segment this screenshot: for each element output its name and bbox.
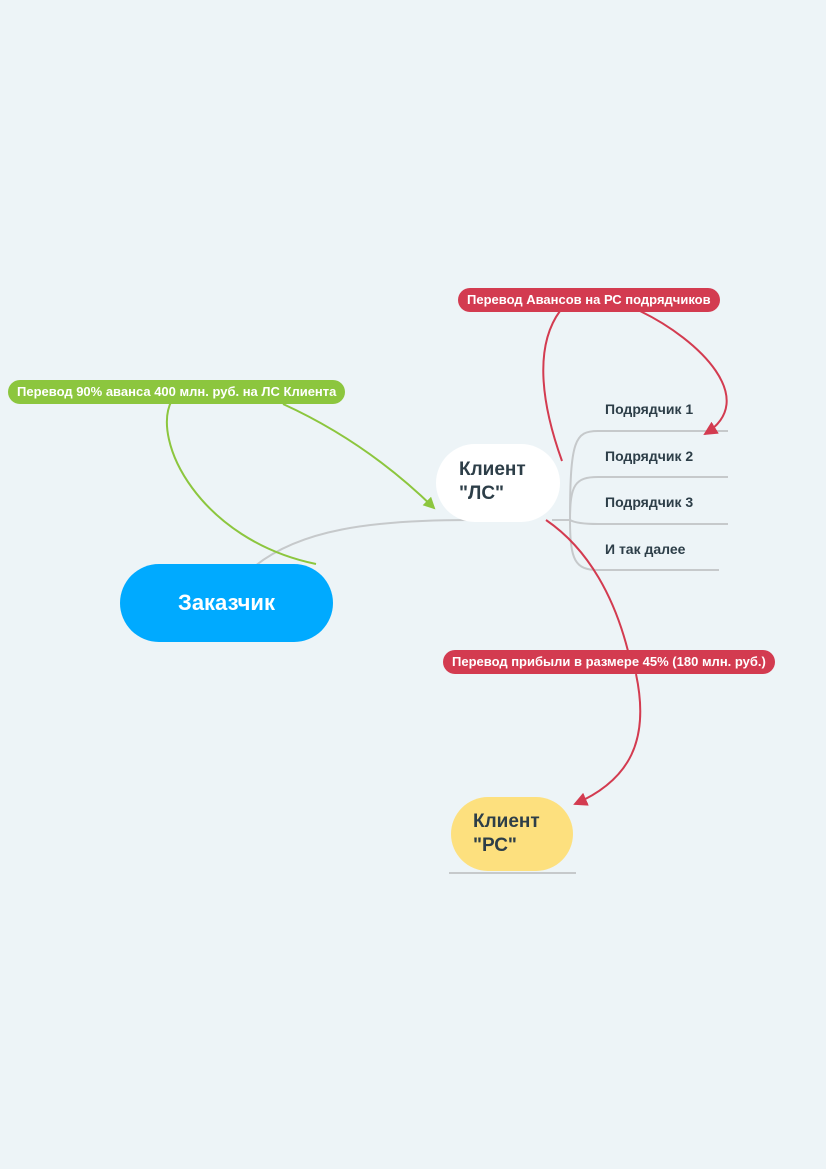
relation-profit-arrow bbox=[573, 673, 642, 806]
subtopic-contractor-1[interactable]: Подрядчик 1 bbox=[605, 401, 694, 417]
relation-advances-arrow bbox=[639, 310, 728, 436]
connector-root-to-ls bbox=[254, 519, 471, 567]
subtopic-and-so-on[interactable]: И так далее bbox=[605, 541, 686, 557]
relation-profit-label[interactable]: Перевод прибыли в размере 45% (180 млн. … bbox=[443, 650, 775, 674]
topic-client-rs[interactable]: Клиент "РС" bbox=[451, 797, 573, 871]
relation-advance-label[interactable]: Перевод 90% аванса 400 млн. руб. на ЛС К… bbox=[8, 380, 346, 404]
subtopic-contractor-2[interactable]: Подрядчик 2 bbox=[605, 448, 694, 464]
relation-advance-arrow bbox=[282, 403, 436, 510]
contractor-branch-3 bbox=[569, 519, 728, 525]
contractor-branch-2 bbox=[569, 476, 728, 521]
relation-profit-line bbox=[545, 519, 629, 652]
contractor-branch-1 bbox=[569, 430, 728, 521]
relation-advances-line bbox=[542, 310, 563, 462]
relation-advance-line bbox=[166, 399, 317, 565]
relation-advances-label[interactable]: Перевод Авансов на РС подрядчиков bbox=[458, 288, 720, 312]
contractor-branch-4 bbox=[569, 519, 719, 571]
root-topic-zakazchik[interactable]: Заказчик bbox=[120, 564, 333, 642]
subtopic-contractor-3[interactable]: Подрядчик 3 bbox=[605, 494, 694, 510]
topic-client-ls[interactable]: Клиент "ЛС" bbox=[436, 444, 560, 522]
